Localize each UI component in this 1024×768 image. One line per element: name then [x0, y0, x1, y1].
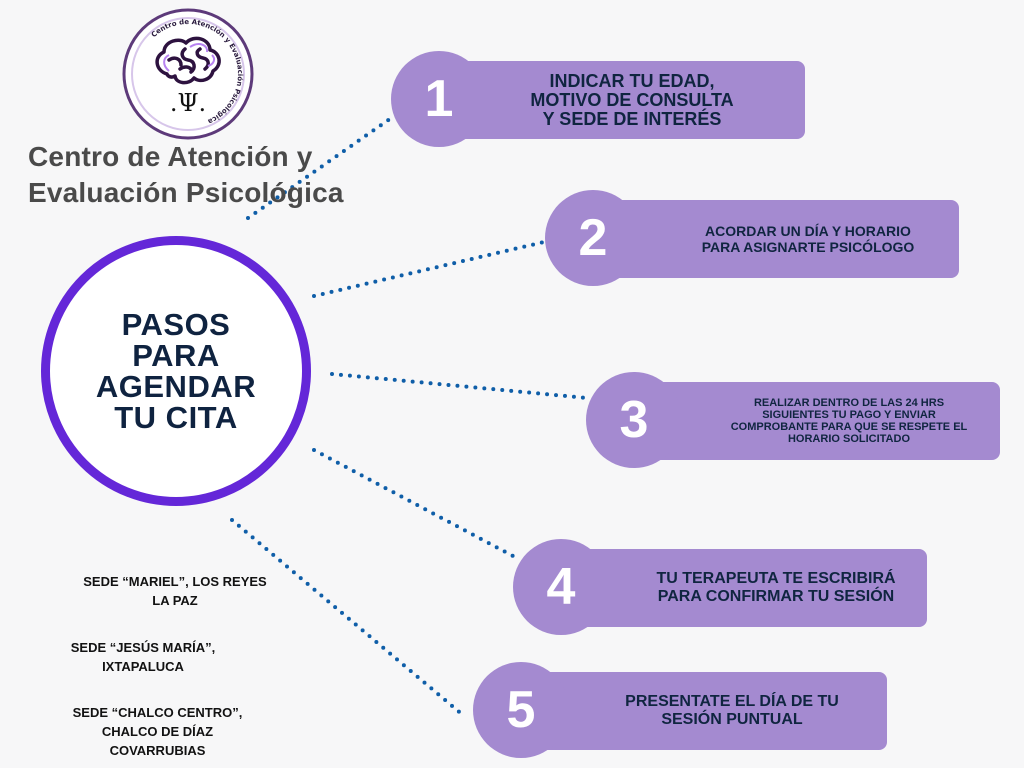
step-4-number: 4: [513, 539, 609, 635]
main-title: PASOS PARA AGENDAR TU CITA: [95, 307, 257, 435]
connector-to-step-2: [312, 240, 546, 298]
sede-jesus-maria: SEDE “JESÚS MARÍA”, IXTAPALUCA: [70, 640, 216, 674]
connector-to-step-4: [312, 448, 515, 558]
logo-graphic: Centro de Atención y Evaluación Psicológ…: [122, 8, 254, 140]
step-3-text: REALIZAR DENTRO DE LAS 24 HRS SIGUIENTES…: [730, 397, 968, 445]
step-2-text: ACORDAR UN DÍA Y HORARIO PARA ASIGNARTE …: [701, 223, 915, 255]
organization-name: Centro de Atención y Evaluación Psicológ…: [28, 141, 344, 208]
step-2-number: 2: [545, 190, 641, 286]
step-5-card: PRESENTATE EL DÍA DE TU SESIÓN PUNTUAL: [515, 672, 887, 750]
organization-logo: Centro de Atención y Evaluación Psicológ…: [122, 8, 254, 140]
brain-icon: [155, 36, 221, 85]
step-2: ACORDAR UN DÍA Y HORARIO PARA ASIGNARTE …: [545, 190, 959, 286]
sede-mariel: SEDE “MARIEL”, LOS REYES LA PAZ: [83, 574, 267, 608]
step-3-card: REALIZAR DENTRO DE LAS 24 HRS SIGUIENTES…: [628, 382, 1000, 460]
step-1-text: INDICAR TU EDAD, MOTIVO DE CONSULTA Y SE…: [530, 70, 734, 129]
brain-highlight-icon: [163, 43, 216, 72]
step-2-card: ACORDAR UN DÍA Y HORARIO PARA ASIGNARTE …: [587, 200, 959, 278]
step-3: REALIZAR DENTRO DE LAS 24 HRS SIGUIENTES…: [586, 372, 1000, 468]
step-1-card: INDICAR TU EDAD, MOTIVO DE CONSULTA Y SE…: [433, 61, 805, 139]
step-4-card: TU TERAPEUTA TE ESCRIBIRÁ PARA CONFIRMAR…: [555, 549, 927, 627]
step-1: INDICAR TU EDAD, MOTIVO DE CONSULTA Y SE…: [391, 51, 805, 147]
step-5-number: 5: [473, 662, 569, 758]
step-4-text: TU TERAPEUTA TE ESCRIBIRÁ PARA CONFIRMAR…: [656, 570, 896, 605]
connector-to-step-5: [230, 518, 466, 718]
step-5: PRESENTATE EL DÍA DE TU SESIÓN PUNTUAL 5: [473, 662, 887, 758]
step-4: TU TERAPEUTA TE ESCRIBIRÁ PARA CONFIRMAR…: [513, 539, 927, 635]
step-1-number: 1: [391, 51, 487, 147]
step-3-number: 3: [586, 372, 682, 468]
connector-to-step-3: [330, 372, 589, 400]
psi-symbol: .Ψ.: [170, 89, 206, 117]
sede-chalco-centro: SEDE “CHALCO CENTRO”, CHALCO DE DÍAZ COV…: [72, 705, 243, 758]
step-5-text: PRESENTATE EL DÍA DE TU SESIÓN PUNTUAL: [625, 693, 839, 728]
main-title-circle: PASOS PARA AGENDAR TU CITA: [41, 236, 311, 506]
